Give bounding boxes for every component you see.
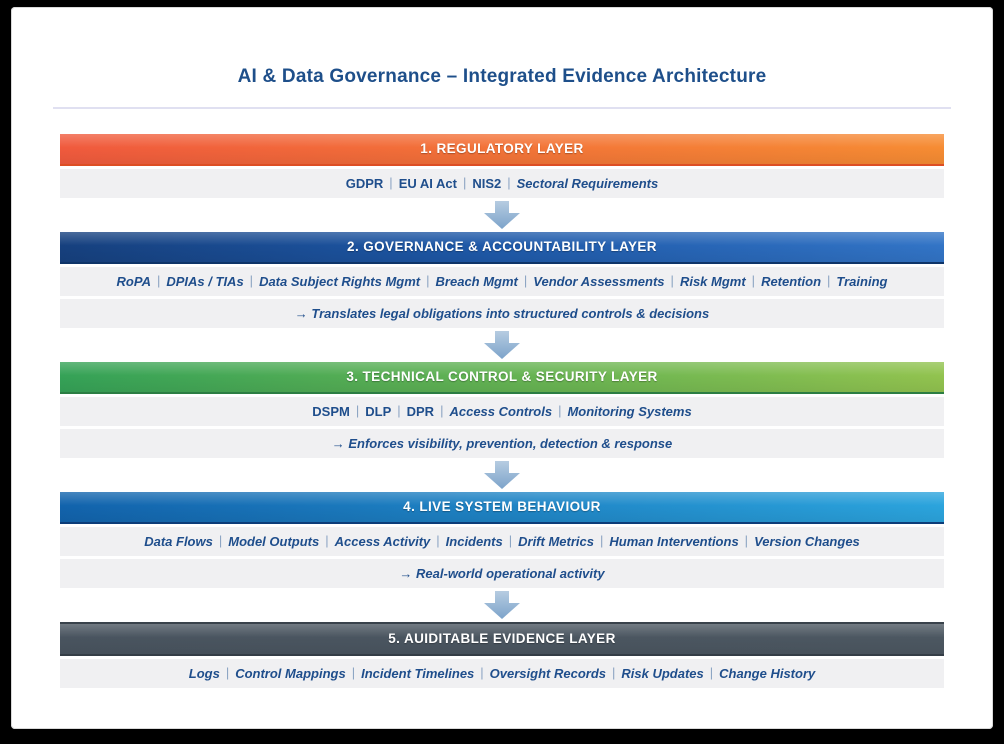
separator: | [249,273,254,289]
row-item: Control Mappings [235,665,346,681]
down-arrow-glyph [484,200,520,229]
row-item: DLP [365,403,392,419]
row-item: Breach Mgmt [435,273,518,289]
row-item: Retention [761,273,822,289]
layer-title: 1. REGULATORY LAYER [420,141,584,157]
row-item: Logs [188,665,220,681]
separator: | [325,533,329,549]
title-divider [53,106,951,109]
separator: | [507,175,511,191]
layer-1: 1. REGULATORY LAYER GDPR | EU AI Act | NIS2 | S… [60,133,944,198]
row-item: Incidents [445,533,503,549]
layer-header: 3. TECHNICAL CONTROL & SECURITY LAYER [60,361,944,394]
separator: | [599,533,604,549]
layer-5: 5. AUIDITABLE EVIDENCE LAYER Logs | Control… [60,621,944,688]
note-text: → Translates legal obligations into stru… [294,305,710,321]
row-item: Risk Mgmt [679,273,746,289]
row-item: NIS2 [472,175,502,191]
down-arrow-glyph [484,330,520,359]
separator: | [558,403,562,419]
separator: | [670,273,674,289]
row-item: Human Interventions [609,533,739,549]
separator: | [709,665,714,681]
row-item: Training [836,273,888,289]
layer-items-row: GDPR | EU AI Act | NIS2 | Sectoral Requirement… [60,168,944,198]
page: AI & Data Governance – Integrated Eviden… [11,7,993,729]
layer-title: 5. AUIDITABLE EVIDENCE LAYER [388,631,616,647]
layer-items-row: RoPA | DPIAs / TIAs | Data Subject Rights Mg… [60,266,944,296]
separator: | [389,175,393,191]
layer-stack: 1. REGULATORY LAYER GDPR | EU AI Act | NIS2 | S… [60,133,944,688]
layer-2: 2. GOVERNANCE & ACCOUNTABILITY LAYER RoPA… [60,231,944,328]
layer-note-row: → Enforces visibility, prevention, detec… [60,428,944,458]
separator: | [440,403,444,419]
row-item: Model Outputs [228,533,320,549]
layer-header: 2. GOVERNANCE & ACCOUNTABILITY LAYER [60,231,944,264]
row-item: Monitoring Systems [567,403,692,419]
row-item: Incident Timelines [361,665,475,681]
separator: | [436,533,440,549]
layer-header: 5. AUIDITABLE EVIDENCE LAYER [60,621,944,656]
row-item: Access Activity [334,533,431,549]
separator: | [508,533,513,549]
separator: | [397,403,401,419]
layer-3: 3. TECHNICAL CONTROL & SECURITY LAYER DSP… [60,361,944,458]
separator: | [225,665,230,681]
separator: | [218,533,223,549]
note-text: → Real-world operational activity [399,565,605,581]
separator: | [462,175,467,191]
down-arrow-icon [60,588,944,622]
layer-title: 3. TECHNICAL CONTROL & SECURITY LAYER [346,369,658,385]
separator: | [156,273,161,289]
separator: | [355,403,360,419]
separator: | [744,533,749,549]
layer-items-row: Logs | Control Mappings | Incident Timelines… [60,658,944,688]
page-title: AI & Data Governance – Integrated Eviden… [237,65,767,87]
row-item: DSPM [312,403,350,419]
row-item: DPR [406,403,435,419]
row-item: Access Controls [449,403,553,419]
layer-header: 4. LIVE SYSTEM BEHAVIOUR [60,491,944,524]
row-item: Data Subject Rights Mgmt [259,273,421,289]
row-item: Sectoral Requirements [516,175,659,191]
row-item: GDPR [345,175,384,191]
row-item: RoPA [116,273,151,289]
layer-note-row: → Translates legal obligations into stru… [60,298,944,328]
layer-items-row: Data Flows | Model Outputs | Access Activity… [60,526,944,556]
layer-4: 4. LIVE SYSTEM BEHAVIOUR Data Flows | Model… [60,491,944,588]
separator: | [612,665,616,681]
row-item: Vendor Assessments [533,273,665,289]
row-item: Risk Updates [621,665,704,681]
row-item: Change History [719,665,816,681]
row-item: Version Changes [754,533,860,549]
separator: | [523,273,528,289]
down-arrow-icon [60,198,944,232]
separator: | [827,273,831,289]
row-item: Drift Metrics [518,533,594,549]
down-arrow-icon [60,328,944,362]
down-arrow-glyph [484,590,520,619]
layer-header: 1. REGULATORY LAYER [60,133,944,166]
row-item: DPIAs / TIAs [166,273,244,289]
row-item: Oversight Records [489,665,606,681]
layer-title: 4. LIVE SYSTEM BEHAVIOUR [403,499,601,515]
separator: | [351,665,356,681]
separator: | [480,665,484,681]
layer-items-row: DSPM | DLP | DPR | Access Controls | Monitoring … [60,396,944,426]
row-item: EU AI Act [398,175,457,191]
separator: | [751,273,756,289]
layer-title: 2. GOVERNANCE & ACCOUNTABILITY LAYER [347,239,657,255]
down-arrow-glyph [484,460,520,489]
note-text: → Enforces visibility, prevention, detec… [331,435,673,451]
layer-note-row: → Real-world operational activity [60,558,944,588]
separator: | [426,273,430,289]
down-arrow-icon [60,458,944,492]
row-item: Data Flows [144,533,213,549]
